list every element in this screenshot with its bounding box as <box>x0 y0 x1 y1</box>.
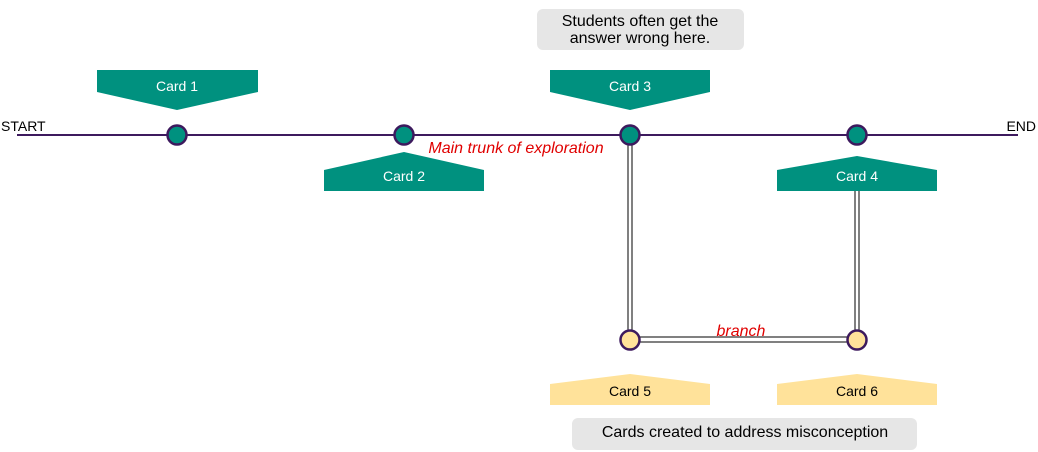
top-note-line2: answer wrong here. <box>570 30 711 47</box>
card-5: Card 5 <box>550 374 710 405</box>
branch-label: branch <box>717 323 766 340</box>
card-4-label: Card 4 <box>836 168 878 184</box>
node-3 <box>619 124 641 146</box>
node-1 <box>166 124 188 146</box>
node-4 <box>846 124 868 146</box>
card-3-label: Card 3 <box>609 78 651 94</box>
bottom-note: Cards created to address misconception <box>572 418 917 450</box>
card-4: Card 4 <box>777 156 937 191</box>
start-label: START <box>1 118 46 134</box>
bottom-note-text: Cards created to address misconception <box>602 424 888 441</box>
top-note-box <box>537 9 744 50</box>
card-5-label: Card 5 <box>609 383 651 399</box>
card-4-shape <box>777 156 937 191</box>
node-6 <box>846 329 868 351</box>
card-2-shape <box>324 152 484 191</box>
card-3-shape <box>550 70 710 110</box>
card-1-shape <box>97 70 258 110</box>
card-3: Card 3 <box>550 70 710 110</box>
card-1-label: Card 1 <box>156 78 198 94</box>
top-note-line1: Students often get the <box>562 13 719 30</box>
card-6-label: Card 6 <box>836 383 878 399</box>
card-6: Card 6 <box>777 374 937 405</box>
card-5-shape <box>550 374 710 405</box>
card-2-label: Card 2 <box>383 168 425 184</box>
branch-line <box>638 336 849 343</box>
card-1: Card 1 <box>97 70 258 110</box>
main-trunk-label: Main trunk of exploration <box>428 140 603 157</box>
card-2: Card 2 <box>324 152 484 191</box>
branch-connector-card3 <box>627 144 633 330</box>
top-note: Students often get the answer wrong here… <box>537 9 744 50</box>
node-5 <box>619 329 641 351</box>
node-2 <box>393 124 415 146</box>
end-label: END <box>1006 118 1036 134</box>
branch-connector-card4 <box>854 190 860 330</box>
card-6-shape <box>777 374 937 405</box>
bottom-note-box <box>572 418 917 450</box>
